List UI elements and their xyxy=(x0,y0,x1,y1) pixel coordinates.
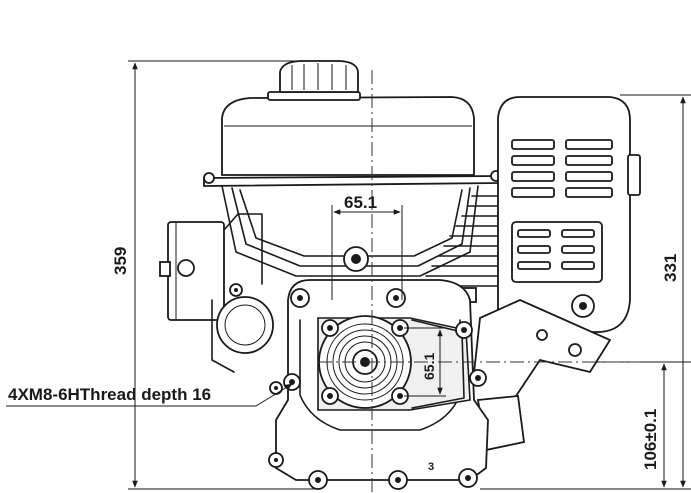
bolt-hole xyxy=(269,381,283,395)
bolt-hole xyxy=(458,468,478,488)
overall-height-label: 359 xyxy=(111,247,130,275)
engine-shroud xyxy=(221,185,479,277)
recoil-starter xyxy=(159,221,225,321)
bolt-hole xyxy=(388,470,408,490)
bolt-hole xyxy=(321,387,339,405)
fuel-tank xyxy=(203,96,502,187)
centre-lines xyxy=(318,70,640,493)
bolt-hole xyxy=(386,288,406,308)
dimension-right-height xyxy=(480,94,691,490)
bolt-hole xyxy=(469,369,487,387)
bolt-hole xyxy=(308,470,328,490)
thread-note-leader xyxy=(6,383,293,407)
fuel-filter xyxy=(211,213,274,373)
output-flange xyxy=(318,315,412,409)
vertical-spacing-label: 65.1 xyxy=(421,353,437,380)
bolt-hole xyxy=(290,288,310,308)
fuel-cap xyxy=(267,60,361,101)
dimension-horizontal-spacing xyxy=(331,205,403,300)
right-height-label: 331 xyxy=(661,254,680,282)
muffler xyxy=(497,96,641,333)
bolt-hole xyxy=(321,319,339,337)
horizontal-spacing-label: 65.1 xyxy=(344,193,377,212)
bolt-hole xyxy=(268,452,284,468)
bolt-hole xyxy=(455,321,473,339)
mounting-bolts xyxy=(229,283,487,490)
dimension-vertical-spacing xyxy=(404,327,446,397)
dimension-shaft-height xyxy=(520,361,691,488)
dimension-overall-height xyxy=(128,60,320,490)
part-number-label: 3 xyxy=(428,461,434,473)
shaft-height-label: 106±0.1 xyxy=(641,409,660,470)
thread-note: 4XM8-6HThread depth 16 xyxy=(8,385,211,404)
bolt-hole xyxy=(229,283,243,297)
